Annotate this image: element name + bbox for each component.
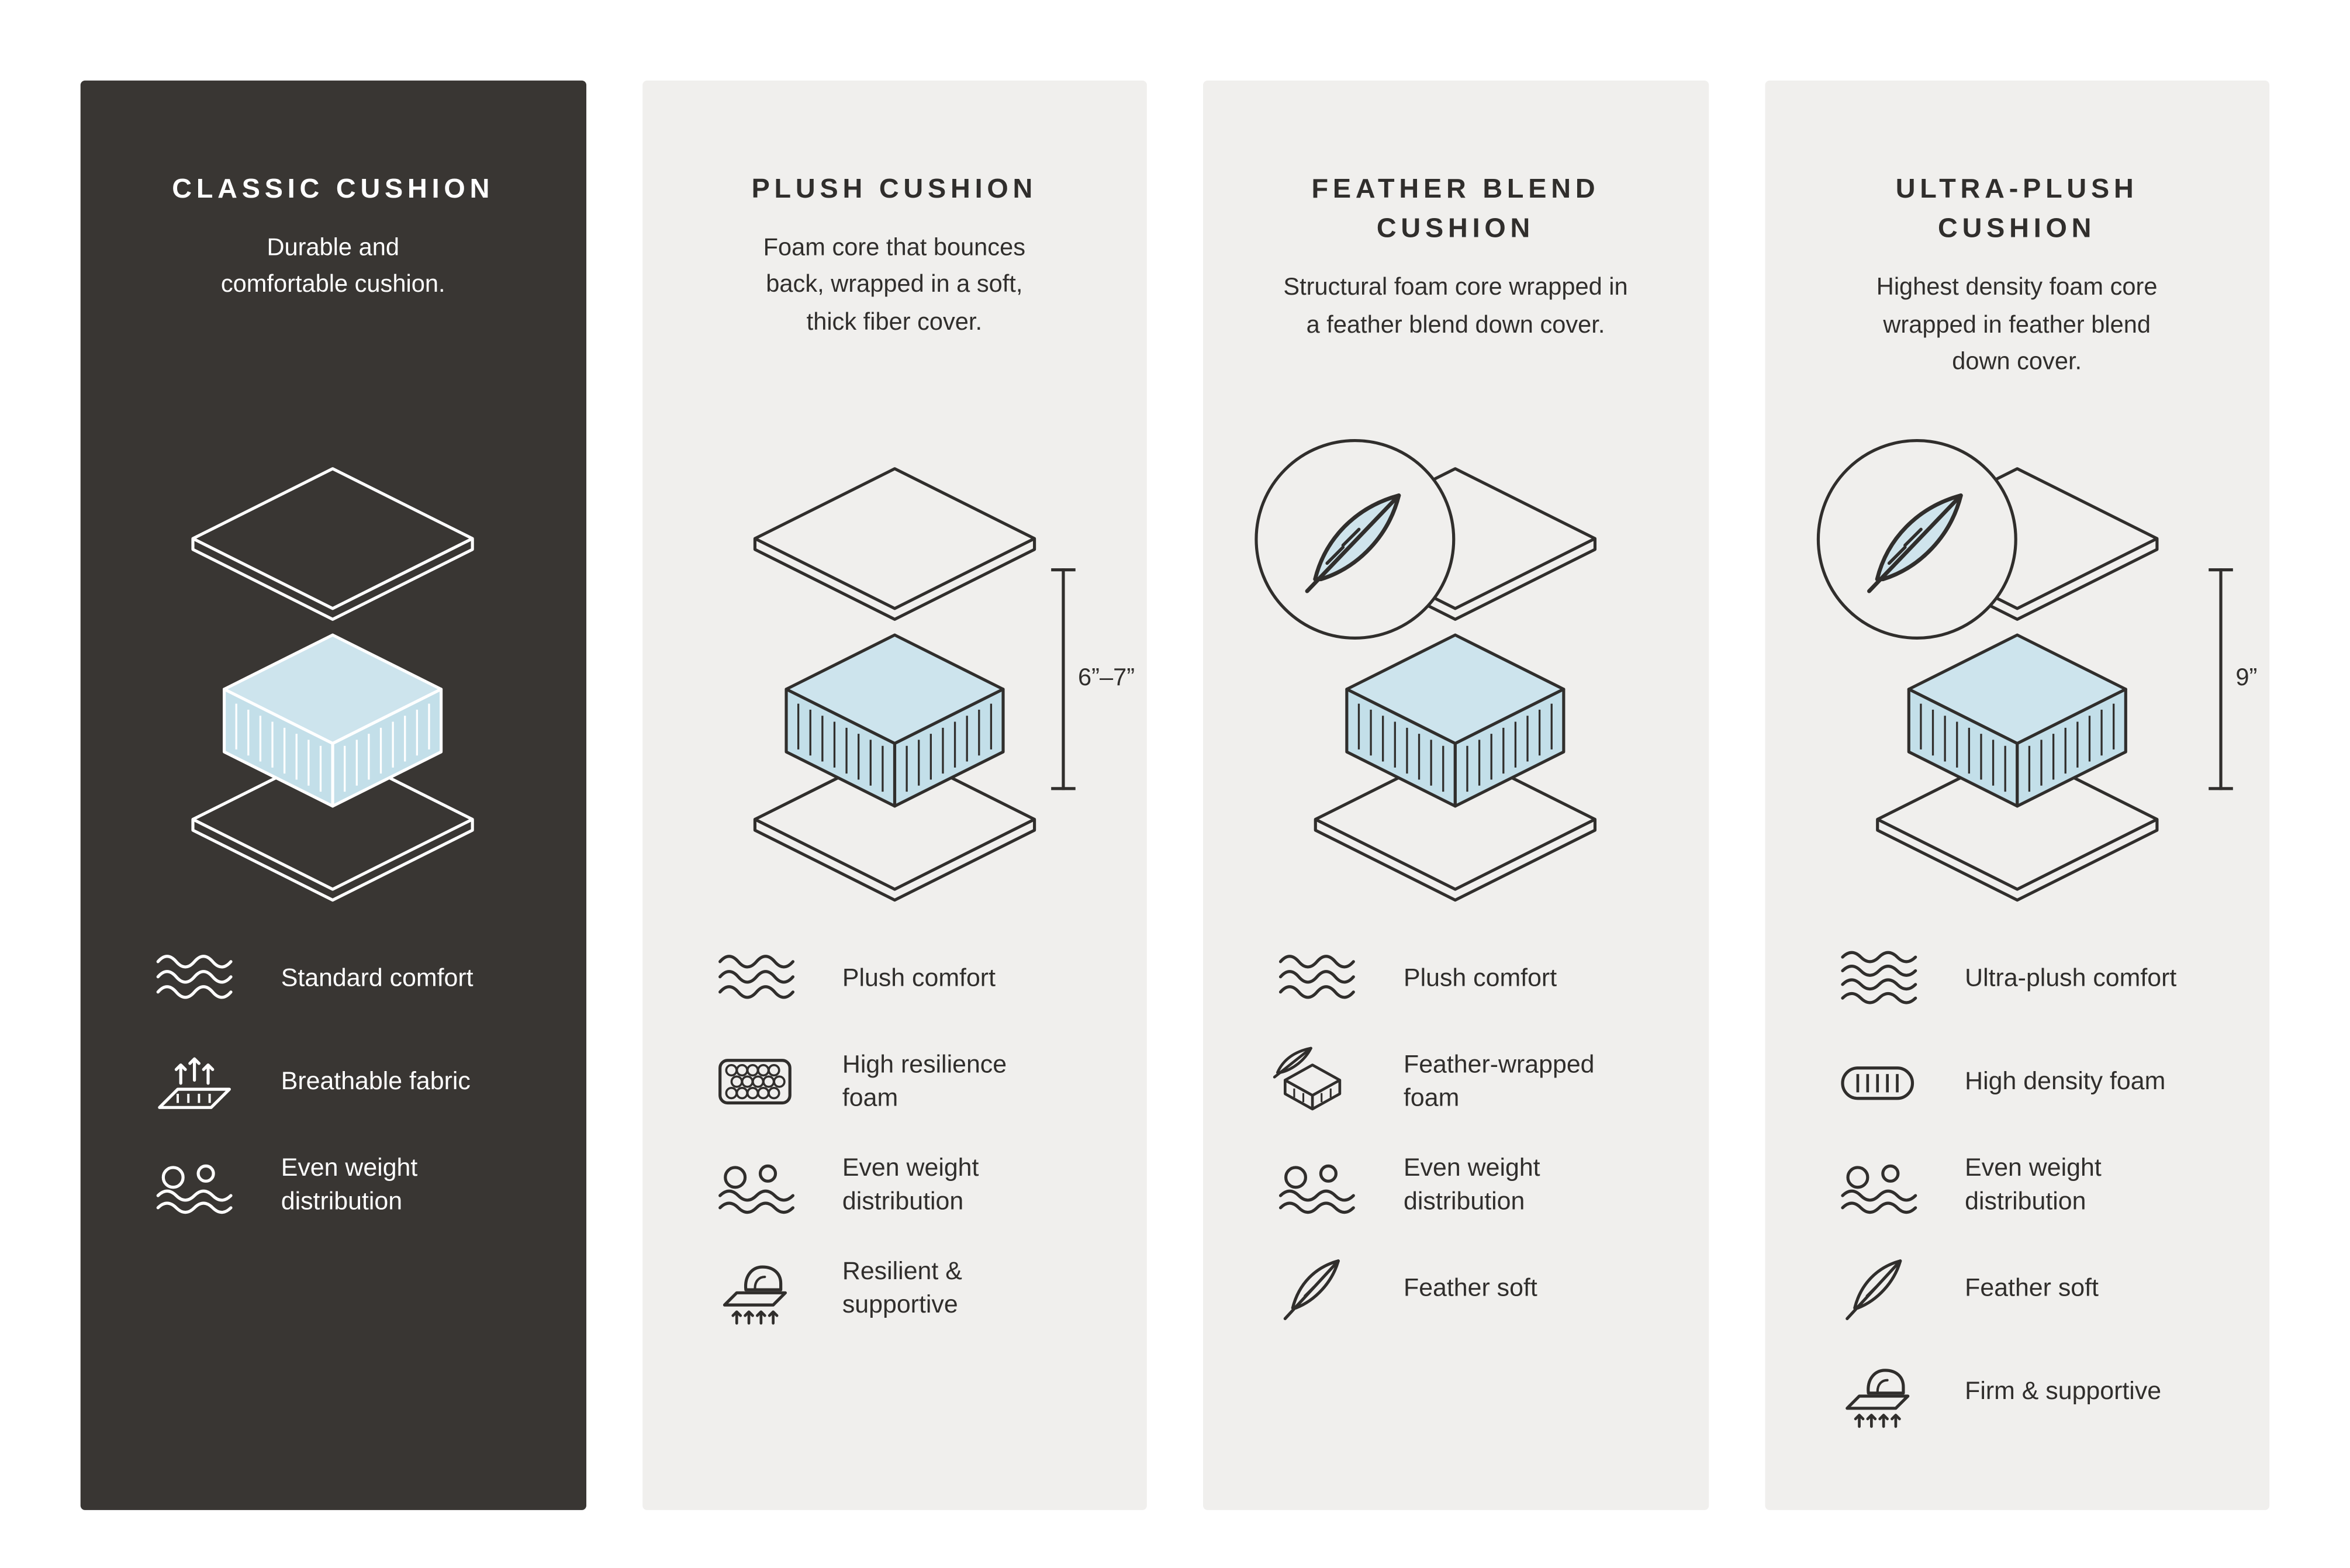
panel-description: Foam core that bounces back, wrapped in …: [763, 236, 1026, 336]
panel-header: FEATHER BLEND CUSHION Structural foam co…: [1203, 81, 1708, 433]
feature-item: Even weight distribution: [711, 1150, 1113, 1223]
feature-item: High resilience foam: [711, 1047, 1113, 1120]
feature-label: Even weight distribution: [281, 1155, 418, 1215]
feature-label: Resilient & supportive: [842, 1258, 962, 1319]
dimension-label: 6”–7”: [1078, 665, 1135, 692]
feather-badge: [1816, 438, 2017, 640]
panel-header: ULTRA-PLUSH CUSHION Highest density foam…: [1764, 81, 2269, 433]
feature-item: Ultra-plush comfort: [1834, 944, 2236, 1017]
feather-foam-icon: [1273, 1047, 1359, 1120]
feature-item: Plush comfort: [1273, 944, 1675, 1017]
feature-item: Firm & supportive: [1834, 1356, 2236, 1429]
waves-icon: [150, 944, 236, 1017]
cushion-layers-illustration: [714, 454, 1075, 914]
resilience-foam-icon: [711, 1047, 797, 1120]
feature-item: Feather soft: [1834, 1253, 2236, 1327]
panel-title: FEATHER BLEND CUSHION: [1311, 173, 1600, 244]
cushion-layers-illustration: [152, 454, 513, 914]
panel-plush-cushion: PLUSH CUSHION Foam core that bounces bac…: [641, 80, 1147, 1510]
feature-list: Plush comfort Feather-wrapped foam Even …: [1203, 934, 1708, 1356]
height-dimension: 9”: [2208, 568, 2258, 790]
even-weight-icon: [1834, 1150, 1920, 1223]
feature-label: Ultra-plush comfort: [1965, 965, 2177, 993]
hand-pressing-icon: [711, 1253, 797, 1327]
feature-item: Standard comfort: [150, 944, 552, 1017]
feature-label: Even weight distribution: [1965, 1155, 2102, 1215]
feature-list: Plush comfort High resilience foam Even …: [642, 934, 1147, 1356]
panel-description: Highest density foam core wrapped in fea…: [1876, 275, 2158, 375]
panel-ultra-plush-cushion: ULTRA-PLUSH CUSHION Highest density foam…: [1764, 80, 2270, 1510]
feature-item: Breathable fabric: [150, 1047, 552, 1120]
feature-label: Feather soft: [1404, 1275, 1537, 1303]
feature-label: Plush comfort: [1404, 965, 1557, 993]
panel-description: Durable and comfortable cushion.: [220, 236, 445, 299]
feature-item: Even weight distribution: [1834, 1150, 2236, 1223]
feather-icon: [1291, 475, 1419, 603]
feature-label: High resilience foam: [842, 1051, 1007, 1113]
feather-icon: [1273, 1253, 1359, 1327]
feature-label: Even weight distribution: [1404, 1155, 1540, 1215]
feature-item: Plush comfort: [711, 944, 1113, 1017]
panel-title: ULTRA-PLUSH CUSHION: [1895, 173, 2138, 244]
cushion-diagram: 6”–7”: [642, 433, 1147, 935]
feature-list: Ultra-plush comfort High density foam Ev…: [1764, 934, 2269, 1460]
feature-label: Plush comfort: [842, 965, 996, 993]
feather-badge: [1255, 438, 1456, 640]
panel-header: CLASSIC CUSHION Durable and comfortable …: [81, 81, 586, 433]
waves-icon: [711, 944, 797, 1017]
feature-list: Standard comfort Breathable fabric Even …: [81, 934, 586, 1253]
cushion-diagram: 9”: [1764, 433, 2269, 935]
even-weight-icon: [150, 1150, 236, 1223]
waves-icon: [1273, 944, 1359, 1017]
even-weight-icon: [711, 1150, 797, 1223]
feature-item: Feather-wrapped foam: [1273, 1047, 1675, 1120]
feature-label: Firm & supportive: [1965, 1378, 2162, 1405]
panel-feather-blend-cushion: FEATHER BLEND CUSHION Structural foam co…: [1203, 80, 1709, 1510]
dimension-label: 9”: [2235, 665, 2258, 692]
feature-label: Standard comfort: [281, 965, 474, 993]
feature-item: Resilient & supportive: [711, 1253, 1113, 1327]
cushion-diagram: [1203, 433, 1708, 935]
feature-label: Breathable fabric: [281, 1068, 471, 1096]
panel-header: PLUSH CUSHION Foam core that bounces bac…: [642, 81, 1147, 433]
cushion-diagram: [81, 433, 586, 935]
feather-icon: [1834, 1253, 1920, 1327]
feature-label: Feather-wrapped foam: [1404, 1051, 1595, 1113]
feature-item: Even weight distribution: [1273, 1150, 1675, 1223]
hand-pressing-icon: [1834, 1356, 1920, 1429]
feature-item: Even weight distribution: [150, 1150, 552, 1223]
feature-label: High density foam: [1965, 1068, 2166, 1096]
dimension-line: [1050, 568, 1075, 790]
breathable-fabric-icon: [150, 1047, 236, 1120]
panel-classic-cushion: CLASSIC CUSHION Durable and comfortable …: [80, 80, 586, 1510]
height-dimension: 6”–7”: [1050, 568, 1135, 790]
panel-title: PLUSH CUSHION: [751, 173, 1038, 204]
panel-title: CLASSIC CUSHION: [172, 173, 495, 204]
panel-description: Structural foam core wrapped in a feathe…: [1283, 275, 1628, 339]
feature-item: High density foam: [1834, 1047, 2236, 1120]
density-foam-icon: [1834, 1047, 1920, 1120]
dimension-line: [2208, 568, 2233, 790]
even-weight-icon: [1273, 1150, 1359, 1223]
feature-item: Feather soft: [1273, 1253, 1675, 1327]
waves-dense-icon: [1834, 944, 1920, 1017]
feather-icon: [1853, 475, 1980, 603]
feature-label: Even weight distribution: [842, 1155, 979, 1215]
feature-label: Feather soft: [1965, 1275, 2099, 1303]
